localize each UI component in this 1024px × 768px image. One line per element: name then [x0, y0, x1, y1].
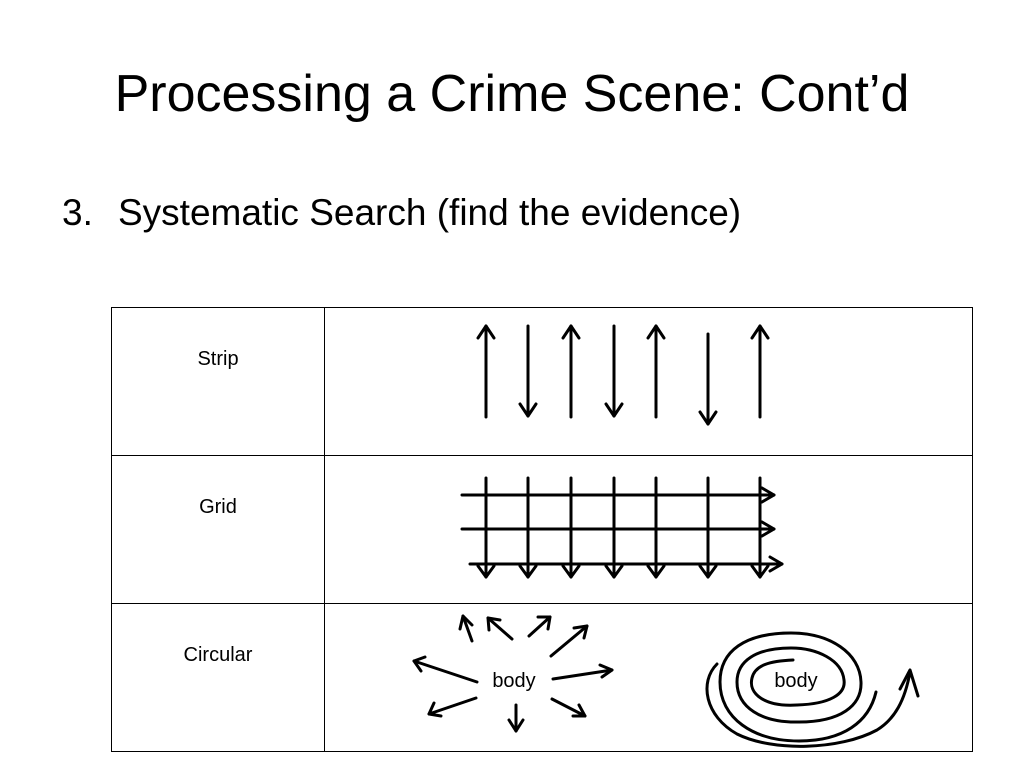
grid-arrow-down — [476, 476, 496, 579]
radial-arrow — [550, 697, 587, 718]
strip-diagram — [324, 307, 973, 456]
radial-arrow — [458, 614, 474, 643]
bullet-number: 3. — [62, 192, 93, 233]
radial-arrow — [486, 616, 514, 641]
strip-diagram-svg — [476, 324, 770, 426]
circular-right-body-label: body — [774, 670, 817, 692]
spiral-path — [705, 662, 912, 748]
strip-arrow-up — [750, 324, 770, 419]
table-row: Circular — [111, 603, 973, 752]
grid-arrow-down — [698, 476, 718, 579]
strip-arrow-down — [518, 324, 538, 418]
strip-arrow-up — [561, 324, 581, 419]
radial-arrow — [527, 615, 552, 638]
radial-arrow — [427, 696, 478, 718]
strip-arrow-down — [604, 324, 624, 418]
bullet-item: 3. Systematic Search (find the evidence) — [62, 190, 741, 236]
method-label-circular: Circular — [111, 603, 325, 752]
grid-arrow-right — [468, 555, 784, 573]
radial-arrow — [549, 624, 589, 658]
bullet-text: Systematic Search (find the evidence) — [118, 192, 742, 233]
spiral-arrowhead-icon — [898, 668, 920, 698]
grid-arrow-right — [460, 520, 776, 538]
grid-arrow-down — [646, 476, 666, 579]
table-row: Grid — [111, 455, 973, 604]
grid-arrow-down — [561, 476, 581, 579]
grid-arrow-down — [518, 476, 538, 579]
grid-arrow-down — [604, 476, 624, 579]
circular-diagram: body body — [324, 603, 973, 752]
table-row: Strip — [111, 307, 973, 456]
grid-arrow-down — [750, 476, 770, 579]
slide-title: Processing a Crime Scene: Cont’d — [114, 65, 910, 123]
method-label-strip: Strip — [111, 307, 325, 456]
grid-diagram-svg — [460, 476, 784, 579]
grid-diagram — [324, 455, 973, 604]
spiral-path — [718, 631, 878, 743]
circular-diagram-svg: body body — [412, 614, 920, 748]
search-methods-table: Strip — [111, 307, 973, 752]
strip-arrow-down — [698, 332, 718, 426]
strip-arrow-up — [476, 324, 496, 419]
radial-arrow — [507, 703, 525, 733]
circular-left-body-label: body — [492, 670, 535, 692]
method-label-grid: Grid — [111, 455, 325, 604]
radial-arrow — [412, 655, 479, 684]
strip-arrow-up — [646, 324, 666, 419]
grid-arrow-right — [460, 486, 776, 504]
radial-arrow — [551, 663, 614, 681]
